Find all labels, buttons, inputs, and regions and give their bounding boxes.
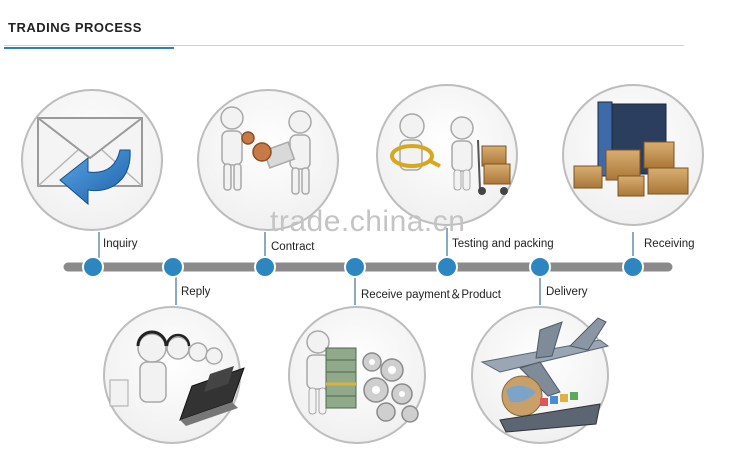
call-center-icon (109, 330, 245, 426)
title-accent-bar (4, 47, 174, 49)
step-label-receiving: Receiving (644, 238, 695, 250)
node-reply (162, 256, 184, 278)
money-gears-icon (306, 330, 419, 423)
step-label-inquiry: Inquiry (103, 238, 138, 250)
step-label-payment: Receive payment＆Product (361, 289, 501, 301)
node-payment (344, 256, 366, 278)
node-testing (436, 256, 458, 278)
node-receiving (622, 256, 644, 278)
inspection-packing-icon (390, 113, 511, 195)
contract-handshake-icon (220, 106, 312, 195)
step-label-delivery: Delivery (546, 286, 588, 298)
title-divider (4, 45, 684, 46)
page-title: TRADING PROCESS (8, 20, 142, 35)
timeline-nodes (82, 256, 644, 278)
step-label-contract: Contract (271, 241, 315, 253)
watermark: trade.china.cn (270, 205, 466, 238)
node-inquiry (82, 256, 104, 278)
step-label-reply: Reply (181, 286, 211, 298)
node-delivery (529, 256, 551, 278)
envelope-reply-icon (37, 117, 143, 206)
step-label-testing: Testing and packing (452, 238, 554, 250)
connector-lines (98, 228, 634, 305)
node-contract (254, 256, 276, 278)
container-boxes-icon (573, 101, 689, 197)
plane-ship-delivery-icon (480, 317, 610, 433)
